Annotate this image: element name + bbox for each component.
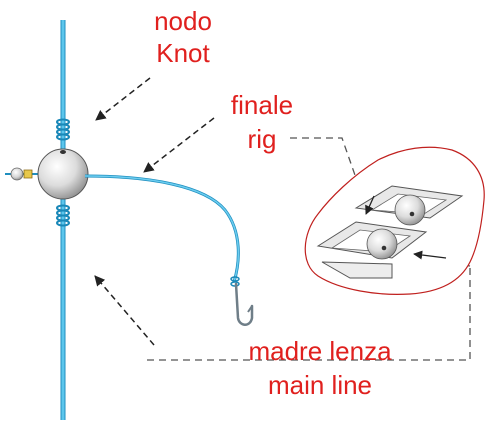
upper-knot-wrap-icon <box>56 118 70 141</box>
lower-boom-icon <box>316 221 428 279</box>
upper-boom-icon <box>354 185 464 226</box>
knot-label-en: Knot <box>156 38 210 68</box>
bead-icon <box>37 148 89 200</box>
main-line-label-it: madre lenza <box>248 336 392 366</box>
main-line-label-en: main line <box>267 370 373 400</box>
rig-label-en: rig <box>247 124 277 154</box>
lower-knot-wrap-icon <box>56 204 70 227</box>
stopper-bead-icon <box>5 167 40 181</box>
rig-label-it: finale <box>230 90 294 120</box>
rig-arrow <box>143 117 215 173</box>
rig-leader <box>84 174 240 287</box>
rig-closeup-callout <box>304 146 485 295</box>
knot-label-it: nodo <box>154 6 212 36</box>
main-line-arrow <box>94 275 155 346</box>
hook-icon <box>234 282 254 326</box>
knot-arrow <box>95 77 151 121</box>
